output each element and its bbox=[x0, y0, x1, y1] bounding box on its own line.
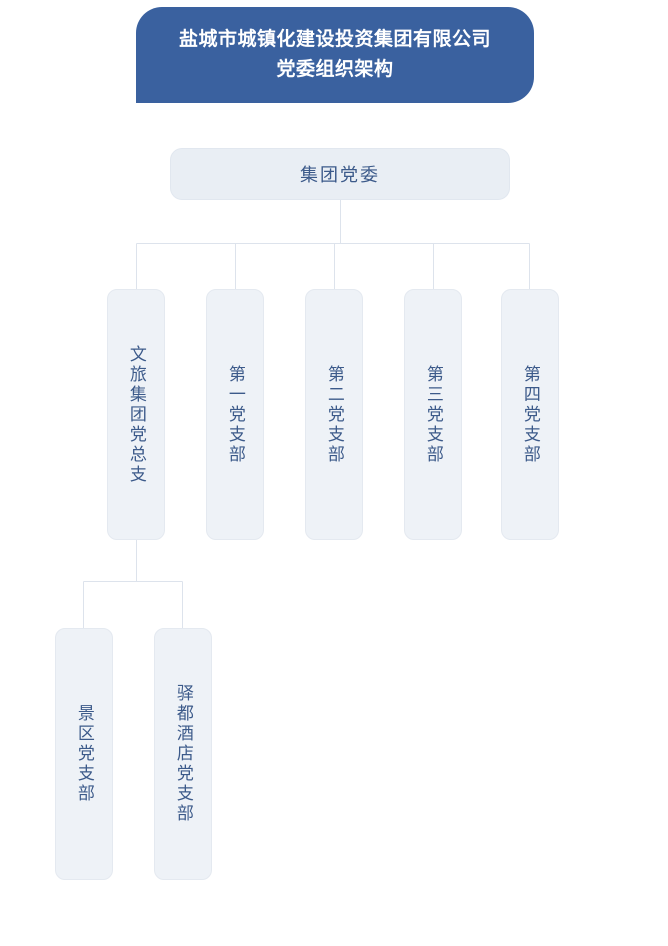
node-scenic-area-branch[interactable]: 景区党支部 bbox=[55, 628, 113, 880]
node-label: 第二党支部 bbox=[324, 364, 344, 465]
chart-title-text: 盐城市城镇化建设投资集团有限公司 党委组织架构 bbox=[178, 29, 491, 80]
node-party-branch-1[interactable]: 第一党支部 bbox=[206, 289, 264, 540]
node-label: 驿都酒店党支部 bbox=[173, 684, 193, 824]
node-culture-tourism-general-branch[interactable]: 文旅集团党总支 bbox=[107, 289, 165, 540]
node-label: 第一党支部 bbox=[225, 364, 245, 465]
node-label: 景区党支部 bbox=[74, 704, 94, 804]
node-group-party-committee[interactable]: 集团党委 bbox=[170, 148, 510, 200]
node-yidu-hotel-branch[interactable]: 驿都酒店党支部 bbox=[154, 628, 212, 880]
node-label: 文旅集团党总支 bbox=[126, 344, 146, 485]
chart-title-banner: 盐城市城镇化建设投资集团有限公司 党委组织架构 bbox=[136, 7, 534, 103]
node-party-branch-3[interactable]: 第三党支部 bbox=[404, 289, 462, 540]
node-party-branch-4[interactable]: 第四党支部 bbox=[501, 289, 559, 540]
node-label: 第四党支部 bbox=[520, 364, 540, 465]
node-label: 第三党支部 bbox=[423, 364, 443, 465]
node-label: 集团党委 bbox=[300, 165, 380, 185]
node-party-branch-2[interactable]: 第二党支部 bbox=[305, 289, 363, 540]
